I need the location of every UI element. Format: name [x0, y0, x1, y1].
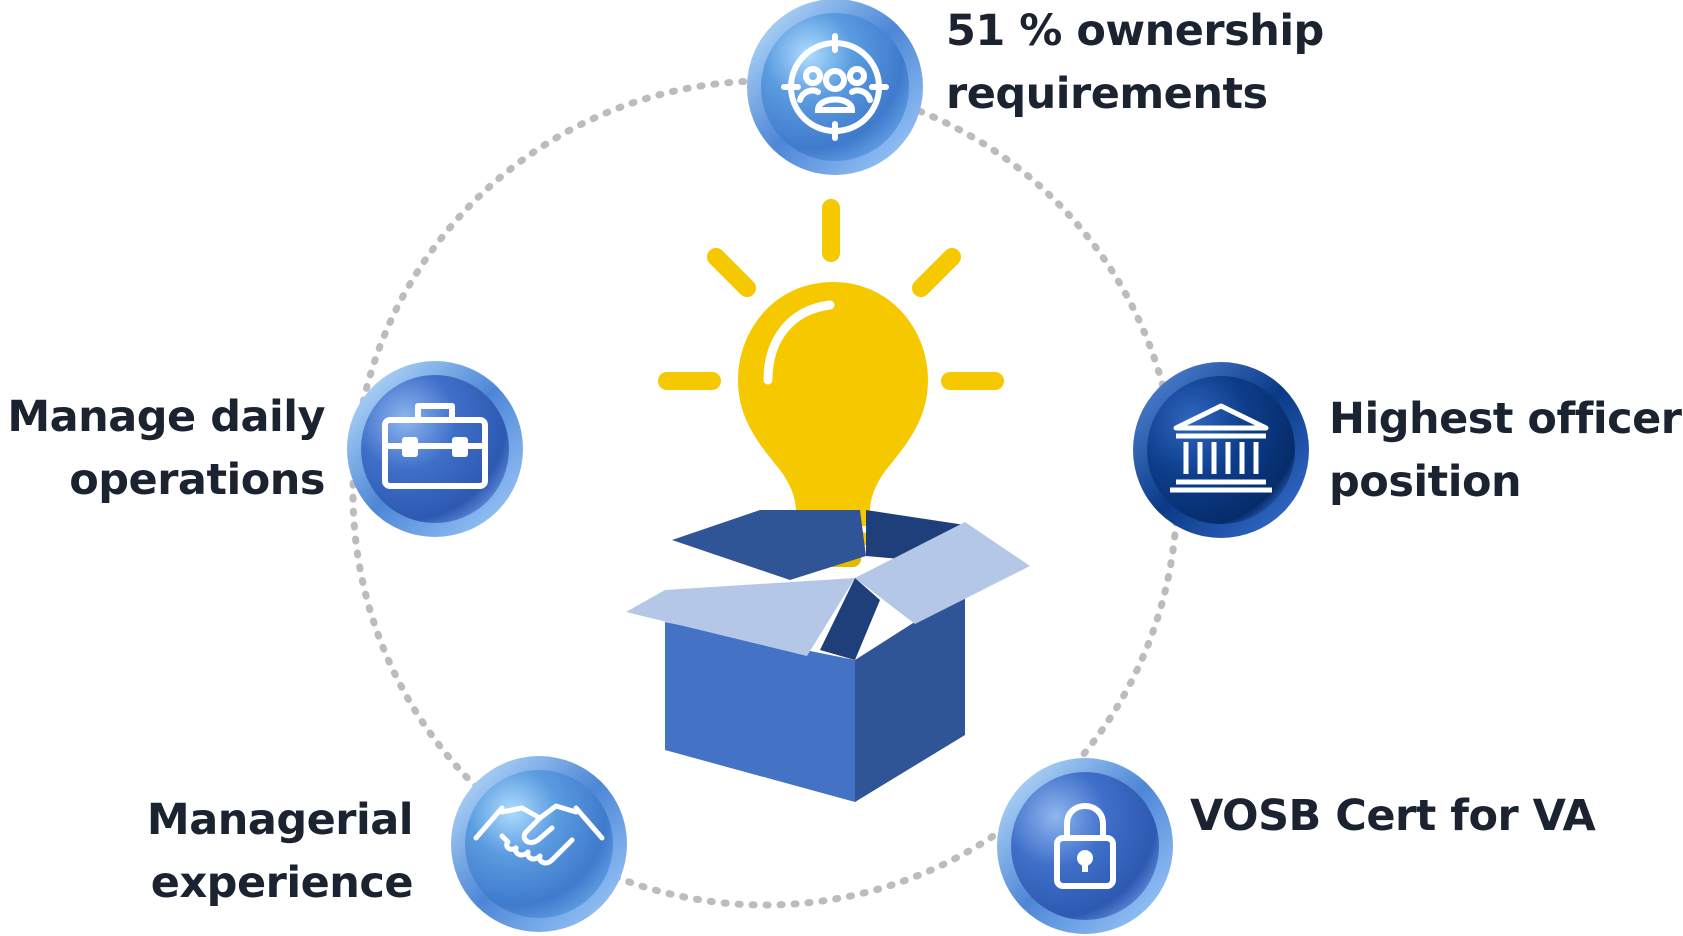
- bank-building-icon: [1170, 403, 1272, 493]
- label-line: Manage daily: [7, 392, 325, 442]
- label-ownership: 51 % ownership requirements: [946, 0, 1324, 126]
- label-managerial: Managerial experience: [146, 789, 414, 915]
- label-officer: Highest officer position: [1329, 388, 1682, 514]
- label-line: 51 % ownership: [946, 6, 1324, 56]
- label-line: position: [1329, 457, 1522, 507]
- node-managerial: [451, 756, 627, 932]
- label-line: operations: [69, 455, 325, 505]
- padlock-icon: [1054, 803, 1116, 889]
- node-daily: [347, 361, 523, 537]
- label-line: experience: [150, 858, 414, 908]
- label-line: VOSB Cert for VA: [1190, 791, 1596, 841]
- label-line: Highest officer: [1329, 394, 1682, 444]
- label-daily: Manage daily operations: [7, 386, 325, 512]
- handshake-icon: [473, 803, 605, 866]
- node-officer: [1133, 362, 1309, 538]
- node-vosb: [997, 758, 1173, 934]
- label-vosb: VOSB Cert for VA: [1190, 785, 1596, 848]
- team-target-icon: [781, 33, 889, 141]
- label-line: Managerial: [146, 795, 414, 845]
- label-line: requirements: [946, 69, 1268, 119]
- lightbulb-box-icon: [626, 199, 1030, 802]
- node-ownership: [747, 0, 923, 175]
- briefcase-icon: [382, 403, 488, 489]
